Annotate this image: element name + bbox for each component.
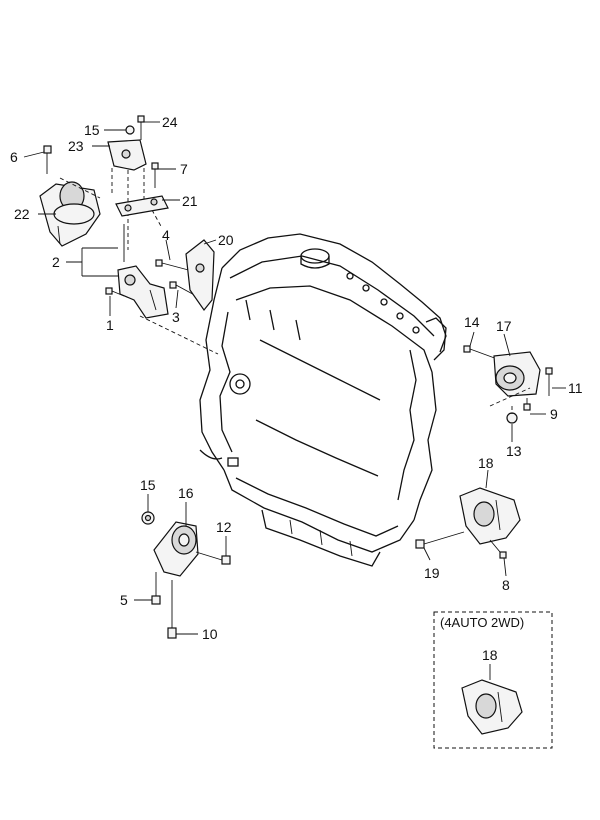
callout-18-variant: 18 bbox=[482, 647, 498, 663]
bolt-1 bbox=[105, 287, 125, 297]
callout-21: 21 bbox=[182, 193, 198, 209]
callout-leaders bbox=[23, 121, 566, 680]
callout-5: 5 bbox=[120, 592, 128, 608]
callout-3: 3 bbox=[172, 309, 180, 325]
callout-24: 24 bbox=[162, 114, 178, 130]
bolt-8 bbox=[489, 539, 507, 559]
mount-18 bbox=[459, 487, 521, 545]
callout-17: 17 bbox=[496, 318, 512, 334]
callout-1: 1 bbox=[106, 317, 114, 333]
callout-15-lower: 15 bbox=[140, 477, 156, 493]
head-bolts bbox=[346, 272, 420, 334]
callout-11: 11 bbox=[568, 380, 583, 396]
bolt-5 bbox=[151, 572, 161, 605]
variant-box-label: (4AUTO 2WD) bbox=[440, 615, 524, 630]
callout-19: 19 bbox=[424, 565, 440, 581]
bolt-7 bbox=[151, 162, 159, 188]
bolt-12 bbox=[195, 551, 231, 565]
bolt-11 bbox=[545, 367, 553, 396]
callout-6: 6 bbox=[10, 149, 18, 165]
callout-labels: 15 24 23 6 22 7 21 4 20 2 1 3 14 17 11 9… bbox=[10, 114, 583, 663]
bolt-9 bbox=[523, 398, 531, 411]
mount-18-variant bbox=[461, 679, 523, 735]
mount-17 bbox=[493, 351, 541, 397]
callout-23: 23 bbox=[68, 138, 84, 154]
callout-15-top: 15 bbox=[84, 122, 100, 138]
callout-14: 14 bbox=[464, 314, 480, 330]
engine-block bbox=[199, 233, 447, 567]
callout-20: 20 bbox=[218, 232, 234, 248]
mount-22 bbox=[39, 181, 101, 247]
callout-22: 22 bbox=[14, 206, 30, 222]
bracket-20 bbox=[185, 239, 215, 312]
bracket-2 bbox=[117, 265, 169, 319]
bolt-10 bbox=[167, 580, 177, 639]
callout-16: 16 bbox=[178, 485, 194, 501]
bolt-6 bbox=[43, 145, 52, 174]
callout-10: 10 bbox=[202, 626, 218, 642]
callout-18: 18 bbox=[478, 455, 494, 471]
bolt-24 bbox=[137, 115, 145, 140]
callout-7: 7 bbox=[180, 161, 188, 177]
nut-15-top bbox=[125, 125, 135, 135]
callout-12: 12 bbox=[216, 519, 232, 535]
nut-13 bbox=[506, 412, 518, 424]
washer-15-lower bbox=[141, 511, 155, 525]
variant-box: (4AUTO 2WD) bbox=[433, 611, 553, 749]
bolt-19 bbox=[415, 531, 465, 549]
bracket-21 bbox=[115, 195, 169, 217]
mount-16 bbox=[153, 521, 199, 577]
callout-9: 9 bbox=[550, 406, 558, 422]
callout-13: 13 bbox=[506, 443, 522, 459]
callout-2: 2 bbox=[52, 254, 60, 270]
callout-8: 8 bbox=[502, 577, 510, 593]
bracket-23 bbox=[107, 139, 147, 171]
callout-4: 4 bbox=[162, 227, 170, 243]
